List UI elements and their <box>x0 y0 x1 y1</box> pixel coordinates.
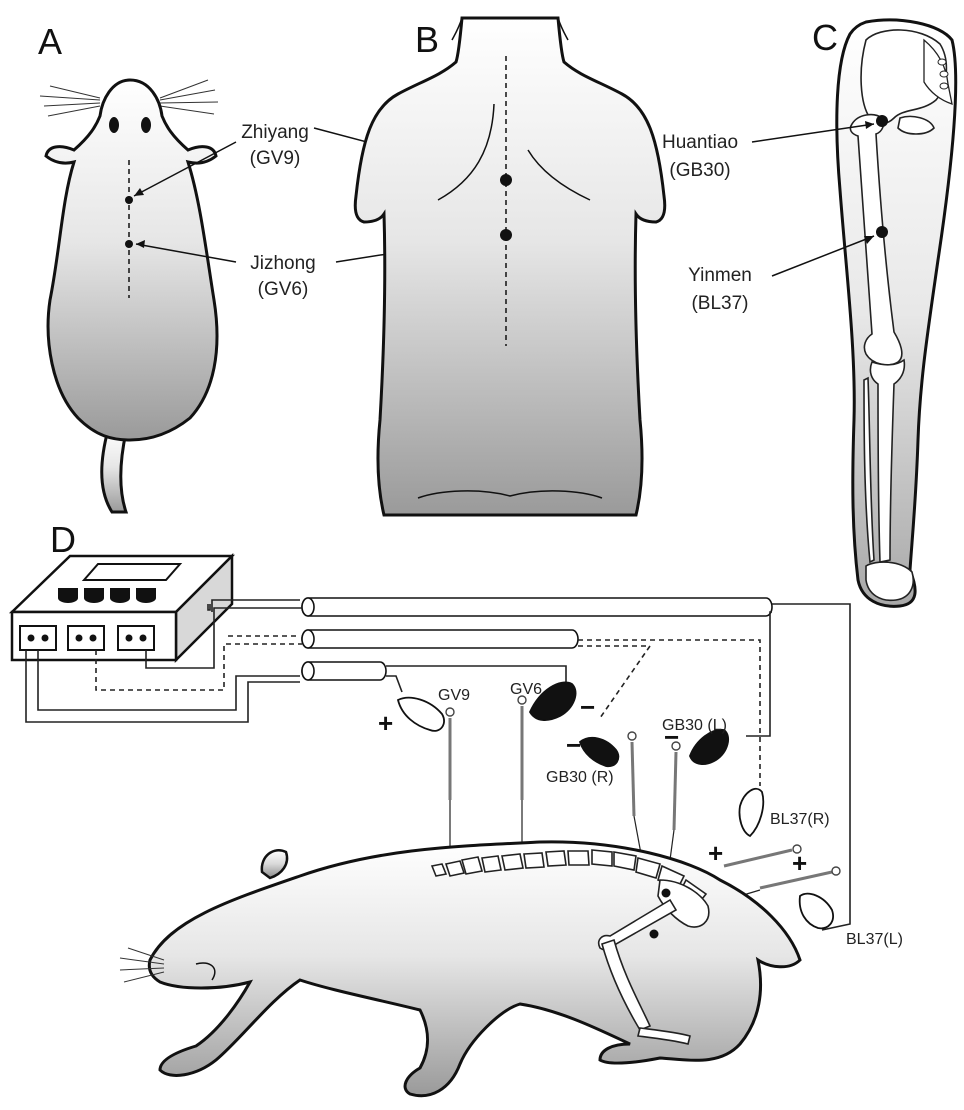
zhiyang-code: (GV9) <box>250 148 301 169</box>
sign-plus-gv9: + <box>378 708 393 738</box>
label-gb30-right: GB30 (R) <box>546 769 614 786</box>
panel-d: D <box>12 519 903 1096</box>
label-gv6: GV6 <box>510 681 542 698</box>
sign-minus-gb30-r: − <box>566 730 581 760</box>
clip-bl37-l <box>800 894 833 929</box>
sign-minus-gb30-l: − <box>664 722 679 752</box>
stimulator-device <box>12 556 232 660</box>
rat-gb30-point <box>662 889 671 898</box>
rat-a-left-eye <box>109 117 119 133</box>
human-gv9-point <box>500 174 512 186</box>
rat-a-body <box>46 80 217 440</box>
panel-a: A <box>38 21 218 512</box>
foot-bones <box>866 562 913 600</box>
human-torso <box>355 18 664 515</box>
label-bl37-right: BL37(R) <box>770 811 830 828</box>
cable-sleeves <box>302 598 772 680</box>
panel-c: C Huantiao (GB30) Yinmen (BL37) <box>662 17 956 606</box>
rat-lateral-ear <box>262 850 287 878</box>
rat-bl37-point <box>650 930 659 939</box>
clip-gb30-l <box>690 730 728 764</box>
clip-bl37-r <box>739 789 763 836</box>
needle-gb30-l <box>674 752 676 830</box>
zhiyang-label: Zhiyang <box>241 122 309 143</box>
yinmen-label: Yinmen <box>688 265 752 286</box>
panel-c-label: C <box>812 17 838 58</box>
sign-plus-bl37-l: + <box>792 848 807 878</box>
human-gv6-point <box>500 229 512 241</box>
panel-a-label: A <box>38 21 62 62</box>
sleeve-top <box>302 598 772 616</box>
sign-plus-bl37-r: + <box>708 838 723 868</box>
jizhong-label: Jizhong <box>250 253 316 274</box>
needle-gb30-r <box>632 742 634 816</box>
needle-bl37-r <box>724 850 792 866</box>
label-gv9: GV9 <box>438 687 470 704</box>
rat-a-gv6-point <box>125 240 133 248</box>
yinmen-code: (BL37) <box>691 293 748 314</box>
clip-gb30-r <box>580 738 618 766</box>
sign-minus-gv6: − <box>580 692 595 722</box>
huantiao-point <box>876 115 888 127</box>
rat-lateral-body <box>149 842 800 1096</box>
stimulator-ports <box>20 626 154 650</box>
huantiao-code: (GB30) <box>669 160 730 181</box>
panel-b-label: B <box>415 19 439 60</box>
rat-a-tail <box>102 430 126 512</box>
panel-d-label: D <box>50 519 76 560</box>
stimulator-display <box>84 564 180 580</box>
label-bl37-left: BL37(L) <box>846 931 903 948</box>
jizhong-code: (GV6) <box>258 279 309 300</box>
rat-lateral <box>120 842 800 1096</box>
sleeve-middle <box>302 630 578 648</box>
panel-b: B <box>355 18 664 515</box>
rat-a-right-eye <box>141 117 151 133</box>
huantiao-label: Huantiao <box>662 132 738 153</box>
yinmen-point <box>876 226 888 238</box>
rat-a-gv9-point <box>125 196 133 204</box>
